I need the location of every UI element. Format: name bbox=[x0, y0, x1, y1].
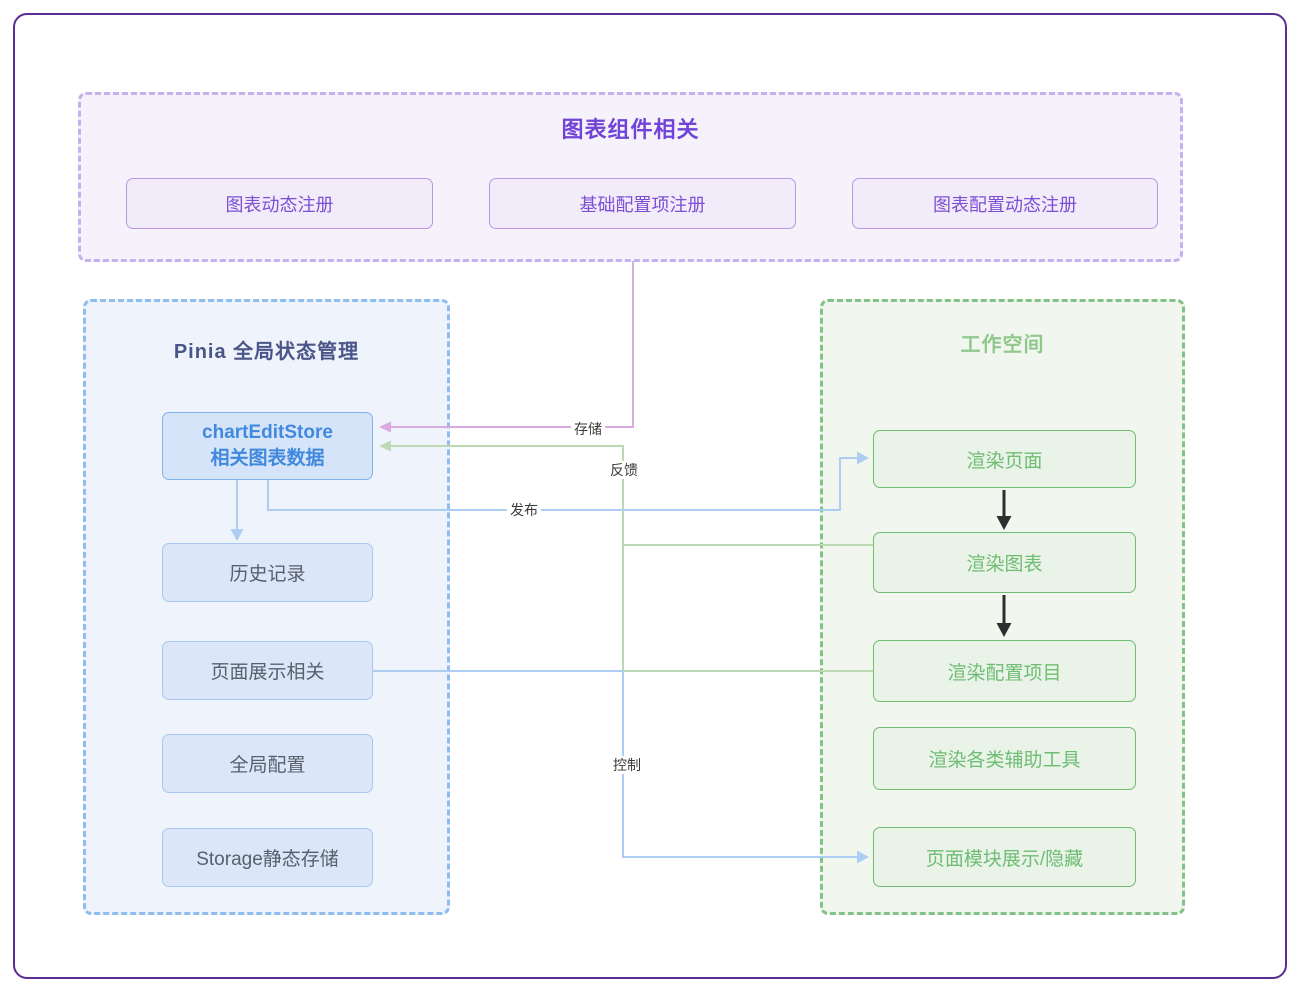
node-base-config-register: 基础配置项注册 bbox=[489, 178, 796, 229]
node-render-config-items: 渲染配置项目 bbox=[873, 640, 1136, 702]
node-label-line1: chartEditStore bbox=[202, 422, 333, 444]
node-render-page: 渲染页面 bbox=[873, 430, 1136, 488]
node-chart-config-dynamic-register: 图表配置动态注册 bbox=[852, 178, 1158, 229]
node-page-module-toggle: 页面模块展示/隐藏 bbox=[873, 827, 1136, 887]
node-render-chart: 渲染图表 bbox=[873, 532, 1136, 593]
node-global-config: 全局配置 bbox=[162, 734, 373, 793]
node-label: 页面展示相关 bbox=[210, 662, 325, 683]
node-chart-dynamic-register: 图表动态注册 bbox=[126, 178, 433, 229]
node-label: 渲染配置项目 bbox=[947, 662, 1062, 684]
node-page-display: 页面展示相关 bbox=[162, 641, 373, 700]
node-label: 历史记录 bbox=[229, 564, 306, 585]
node-render-helper-tools: 渲染各类辅助工具 bbox=[873, 727, 1136, 790]
node-chart-edit-store: chartEditStore 相关图表数据 bbox=[162, 412, 373, 480]
node-history: 历史记录 bbox=[162, 543, 373, 602]
page-frame bbox=[13, 13, 1287, 979]
node-label: 渲染图表 bbox=[966, 554, 1043, 575]
section-pinia-store-title: Pinia 全局状态管理 bbox=[173, 341, 360, 363]
section-chart-components bbox=[78, 92, 1183, 262]
section-pinia-store bbox=[83, 299, 450, 915]
node-label: 图表配置动态注册 bbox=[933, 194, 1077, 215]
node-label: 渲染页面 bbox=[966, 450, 1043, 472]
section-chart-components-title: 图表组件相关 bbox=[561, 117, 700, 142]
node-label: 全局配置 bbox=[229, 755, 306, 776]
node-label-line2: 相关图表数据 bbox=[210, 448, 325, 469]
node-label: Storage静态存储 bbox=[196, 849, 339, 870]
edge-label-publish: 发布 bbox=[507, 501, 541, 519]
node-label: 图表动态注册 bbox=[225, 194, 334, 215]
section-workspace-title: 工作空间 bbox=[960, 334, 1045, 356]
edge-label-control: 控制 bbox=[610, 756, 644, 774]
section-workspace bbox=[820, 299, 1185, 915]
node-label: 页面模块展示/隐藏 bbox=[925, 848, 1084, 870]
node-label: 基础配置项注册 bbox=[579, 194, 706, 215]
edge-label-feedback: 反馈 bbox=[607, 461, 641, 479]
node-storage-static: Storage静态存储 bbox=[162, 828, 373, 887]
node-label: 渲染各类辅助工具 bbox=[928, 750, 1081, 771]
edge-label-store: 存储 bbox=[571, 420, 605, 438]
